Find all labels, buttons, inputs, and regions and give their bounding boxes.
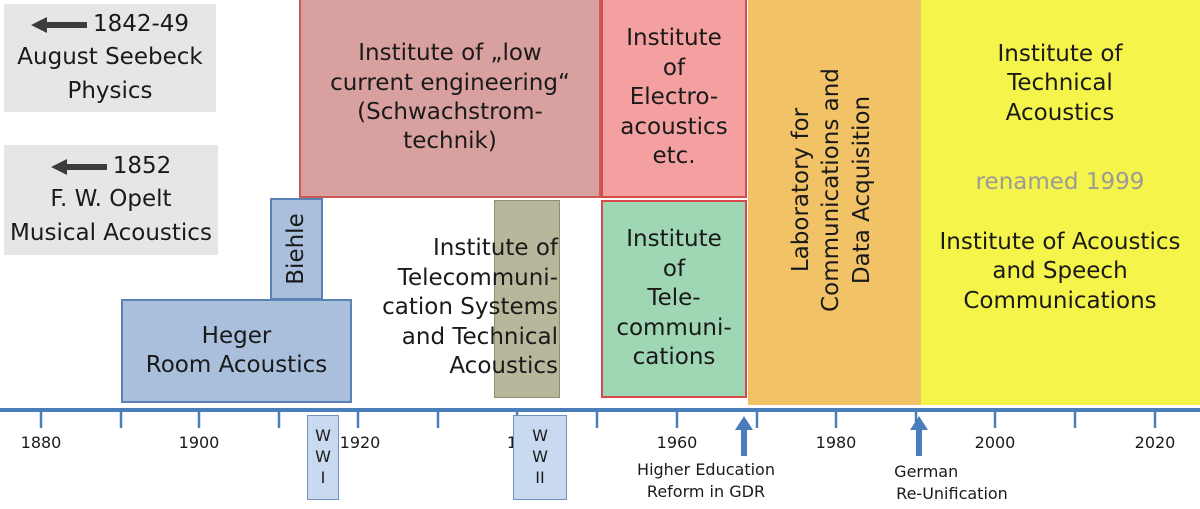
- tick-label: 1980: [815, 433, 857, 452]
- institute-line: Telecommuni-: [397, 264, 558, 291]
- institute-line: Institute: [626, 25, 722, 52]
- institute-line: of: [662, 255, 686, 282]
- laboratory-line: Data Acquisition: [848, 95, 875, 285]
- history-year: 1852: [112, 152, 172, 179]
- institute-line: of: [662, 54, 686, 81]
- institute-line: Institute: [626, 226, 722, 253]
- tick-label: 1900: [178, 433, 220, 452]
- ww1-box: W W I: [307, 415, 339, 500]
- institute-line: Tele-: [647, 285, 701, 312]
- institute-line: Institute of: [433, 235, 558, 262]
- institute-telecommunications-box: Institute of Tele- communi- cations: [601, 200, 747, 398]
- history-box-opelt: 1852 F. W. Opelt Musical Acoustics: [4, 145, 218, 255]
- institute-line: (Schwachstrom-: [357, 99, 543, 125]
- history-line: Musical Acoustics: [10, 219, 212, 246]
- heger-line: Room Acoustics: [145, 352, 328, 378]
- laboratory-line: Communications and: [818, 68, 845, 312]
- war-letter: W: [532, 426, 548, 446]
- war-letter: II: [535, 467, 545, 487]
- history-box-seebeck: 1842-49 August Seebeck Physics: [4, 4, 216, 112]
- history-line: August Seebeck: [17, 44, 203, 71]
- institute-line: acoustics: [620, 113, 728, 140]
- laboratory-box: [748, 0, 921, 405]
- institute-line: Institute of „low: [358, 40, 542, 67]
- institute-line: Acoustics: [1005, 99, 1115, 126]
- heger-line: Heger: [201, 322, 272, 349]
- institute-line: technik): [403, 128, 497, 155]
- biehle-label: Biehle: [283, 213, 309, 285]
- tick-label: 1960: [656, 433, 698, 452]
- laboratory-label: Laboratory for Communications and Data A…: [786, 30, 886, 350]
- institute-line: current engineering“: [330, 69, 570, 96]
- history-year: 1842-49: [92, 10, 190, 37]
- tick-label: 2020: [1134, 433, 1176, 452]
- institute-line: and Speech: [992, 258, 1128, 285]
- institute-line: Institute of: [997, 41, 1123, 67]
- event-line: Re-Unification: [896, 484, 1008, 504]
- arrow-left-icon: [50, 158, 107, 175]
- tick-label: 1920: [339, 433, 381, 452]
- institute-low-current-box: Institute of „low current engineering“ (…: [299, 0, 601, 198]
- institute-electroacoustics-box: Institute of Electro- acoustics etc.: [601, 0, 747, 198]
- war-letter: W: [532, 447, 548, 467]
- institute-line: Technical: [1007, 70, 1113, 97]
- biehle-box: [270, 198, 323, 300]
- event-line: Reform in GDR: [646, 482, 766, 502]
- tick-label: 2000: [974, 433, 1016, 452]
- event-note-reunification: German Re-Unification: [894, 461, 1008, 506]
- arrow-up-icon: [910, 416, 928, 456]
- institute-telecom-systems-label: Institute of Telecommuni- cation Systems…: [358, 218, 628, 398]
- renamed-note: renamed 1999: [975, 169, 1145, 196]
- tick-label: 1880: [20, 433, 62, 452]
- event-note-gdr-reform: Higher Education Reform in GDR: [637, 459, 775, 504]
- arrow-left-icon: [30, 16, 87, 33]
- arrow-up-icon: [735, 416, 753, 456]
- institute-line: etc.: [652, 143, 696, 170]
- history-line: Physics: [67, 77, 153, 104]
- ww2-box: W W II: [513, 415, 567, 500]
- institute-line: Acoustics: [449, 353, 558, 380]
- institute-line: Communications: [963, 287, 1157, 314]
- institute-line: and Technical: [401, 323, 558, 350]
- heger-box: Heger Room Acoustics: [121, 299, 352, 403]
- war-letter: W: [315, 447, 331, 467]
- institute-yellow-box: Institute of Technical Acoustics renamed…: [920, 0, 1200, 405]
- laboratory-line: Laboratory for: [788, 107, 814, 273]
- war-letter: W: [315, 426, 331, 446]
- institute-line: cation Systems: [382, 294, 558, 321]
- institute-line: Electro-: [629, 84, 719, 111]
- event-line: Higher Education: [637, 460, 775, 479]
- institute-line: cations: [632, 344, 716, 371]
- war-letter: I: [320, 467, 326, 487]
- institute-line: communi-: [616, 314, 732, 341]
- institute-line: Institute of Acoustics: [939, 228, 1181, 255]
- olive-period-box: [494, 200, 560, 398]
- event-line: German: [894, 462, 959, 481]
- history-line: F. W. Opelt: [50, 186, 172, 213]
